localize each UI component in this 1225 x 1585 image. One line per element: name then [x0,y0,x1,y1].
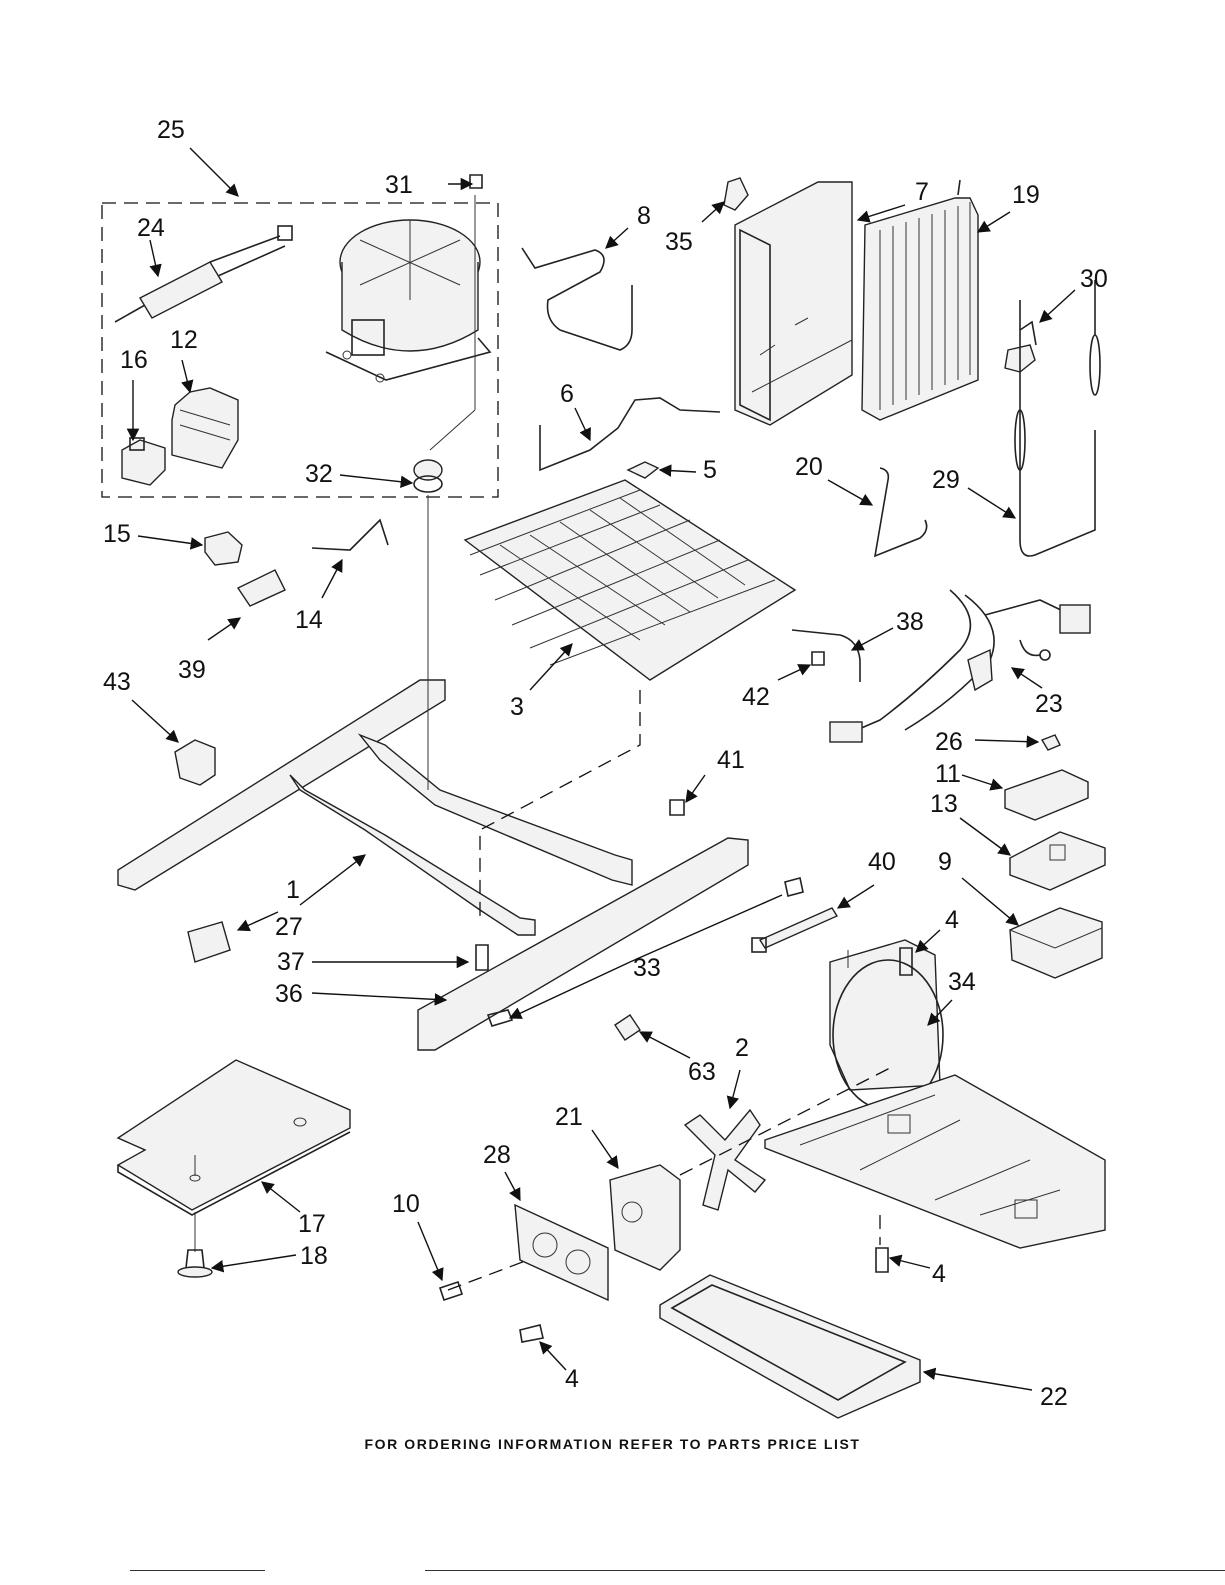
screw-37 [476,945,488,970]
bottom-rule-right [425,1570,1225,1571]
callout-37: 37 [277,948,305,976]
part-15 [205,532,242,565]
callout-27: 27 [275,913,303,941]
callout-39: 39 [178,656,206,684]
clip-43 [175,740,215,785]
callout-21: 21 [555,1103,583,1131]
frame-rails [118,680,748,1050]
callout-11: 11 [935,760,961,788]
cover-11 [1005,770,1088,820]
compressor [326,220,490,382]
bottom-rule-left [130,1570,265,1571]
wire-14 [312,520,388,550]
callout-8: 8 [637,202,651,230]
callout-32: 32 [305,460,333,488]
callout-13: 13 [930,790,958,818]
callout-20: 20 [795,453,823,481]
callout-41: 41 [717,746,745,774]
callout-33: 33 [633,954,661,982]
sleeve-39 [238,570,285,606]
callout-4: 4 [932,1260,946,1288]
part-63 [615,1015,640,1040]
callout-36: 36 [275,980,303,1008]
screw-41 [670,800,684,815]
callout-23: 23 [1035,690,1063,718]
callout-63: 63 [688,1058,716,1086]
callout-4: 4 [565,1365,579,1393]
base-plate [765,1075,1105,1248]
drain-pan-22 [660,1275,920,1418]
callout-4: 4 [945,906,959,934]
callout-14: 14 [295,606,323,634]
tube-8 [522,248,632,350]
callout-3: 3 [510,693,524,721]
callout-19: 19 [1012,181,1040,209]
pad-1 [188,922,230,962]
callout-29: 29 [932,466,960,494]
bracket-28 [515,1205,608,1300]
coil-3 [465,480,795,680]
box-9 [1010,908,1102,978]
callout-38: 38 [896,608,924,636]
callout-24: 24 [137,214,165,242]
housing-7 [735,182,852,425]
tie-40 [752,908,837,952]
part-26 [1042,735,1060,750]
callout-25: 25 [157,116,185,144]
callout-26: 26 [935,728,963,756]
callout-40: 40 [868,848,896,876]
callout-35: 35 [665,228,693,256]
board-13 [1010,832,1105,890]
callout-9: 9 [938,848,952,876]
tube-29 [1015,280,1100,556]
callout-7: 7 [915,178,929,206]
callout-16: 16 [120,346,148,374]
callout-34: 34 [948,968,976,996]
callout-15: 15 [103,520,131,548]
screw-10 [440,1282,462,1300]
grommet-32 [414,460,442,492]
callout-18: 18 [300,1242,328,1270]
panel-17 [118,1060,350,1215]
ordering-info-footer: FOR ORDERING INFORMATION REFER TO PARTS … [0,1436,1225,1452]
clip-35 [724,178,748,210]
screw-42 [812,652,824,665]
foot-18 [178,1250,212,1277]
callout-30: 30 [1080,265,1108,293]
callout-28: 28 [483,1141,511,1169]
callout-12: 12 [170,326,198,354]
screw-31 [470,175,482,188]
callout-31: 31 [385,171,413,199]
heater-20 [875,468,927,556]
callout-43: 43 [103,668,131,696]
overload-16 [122,438,165,485]
callout-17: 17 [298,1210,326,1238]
motor-21 [610,1165,680,1270]
callout-5: 5 [703,456,717,484]
fan-blade-2 [685,1110,765,1210]
wire-38 [792,630,860,682]
callout-10: 10 [392,1190,420,1218]
wire-harness-23 [830,590,1090,742]
callout-22: 22 [1040,1383,1068,1411]
condenser-19 [862,180,978,420]
tube-6 [540,398,720,470]
callout-42: 42 [742,683,770,711]
callout-2: 2 [735,1034,749,1062]
callout-1: 1 [286,876,300,904]
bracket-5 [628,462,658,478]
callout-6: 6 [560,380,574,408]
relay-12 [172,388,238,468]
